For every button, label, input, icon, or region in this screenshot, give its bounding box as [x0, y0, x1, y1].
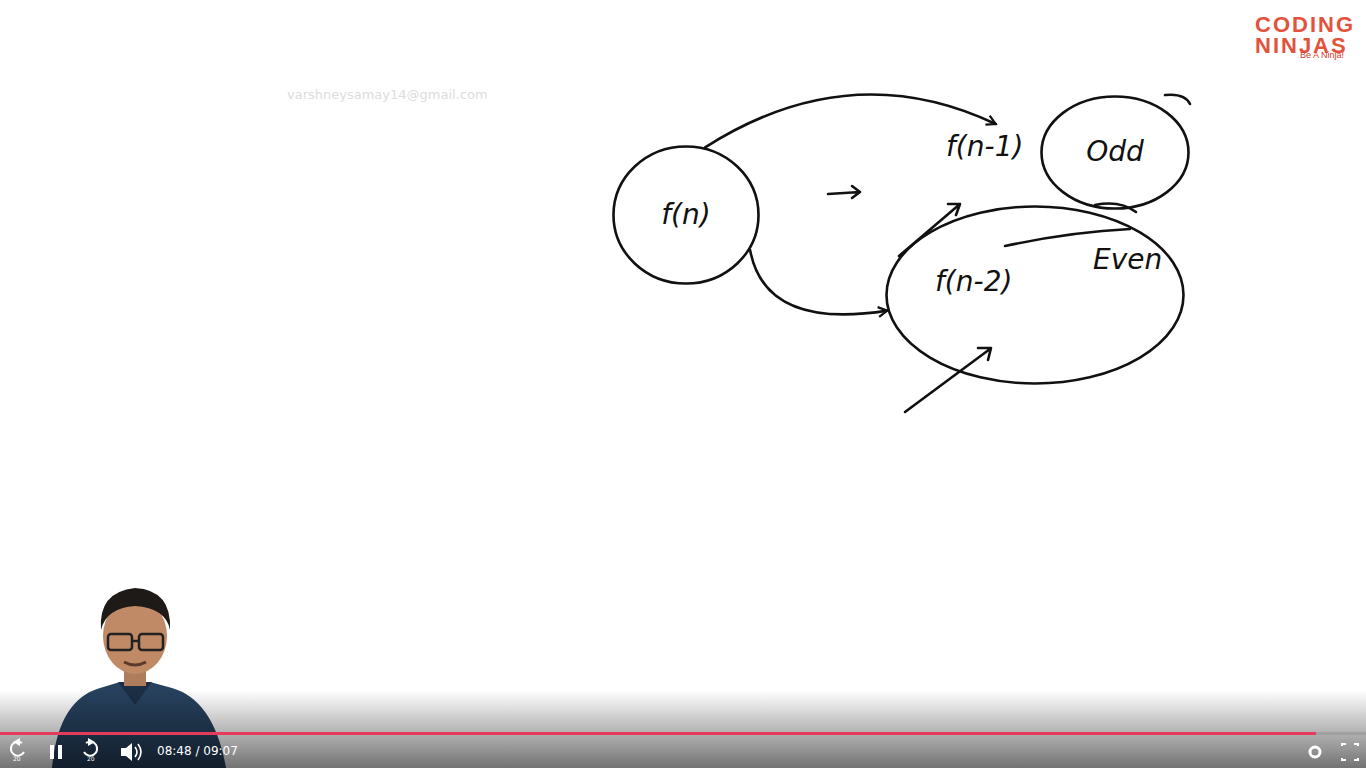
ellipse-outline	[887, 207, 1184, 384]
progress-played	[0, 732, 1316, 735]
logo-tagline: Be A Ninja!	[1300, 51, 1344, 61]
ellipse-outline	[1042, 97, 1189, 209]
loose-arrow	[828, 186, 860, 198]
skip-seconds: 20	[87, 756, 95, 763]
even-case-ellipse: f(n-2) Even	[885, 205, 1185, 385]
player-shade	[0, 690, 1366, 768]
ellipse-outline	[614, 147, 759, 284]
watermark: varshneysamay14@gmail.com	[287, 88, 488, 102]
time-display: 08:48 / 09:07	[157, 745, 238, 758]
skip-seconds: 20	[13, 756, 21, 763]
node-text: Odd	[1086, 137, 1144, 168]
recursion-call-ellipse: f(n)	[612, 145, 760, 285]
node-text: Even	[1093, 245, 1162, 276]
node-text: f(n-2)	[935, 267, 1012, 298]
scribble-line	[1005, 229, 1130, 246]
player-icons	[11, 738, 1358, 761]
odd-case-ellipse: Odd	[1040, 95, 1190, 210]
recursion-call-text: f(n-1)	[944, 130, 1027, 167]
scribble-hook	[1165, 95, 1190, 104]
node-text: f(n)	[661, 200, 710, 231]
recursion-arrow	[750, 250, 887, 314]
ellipse-outline	[885, 205, 1185, 385]
node-text: f(n-1)	[946, 132, 1023, 163]
progress-track	[0, 732, 1366, 735]
loose-arrow	[905, 348, 991, 412]
